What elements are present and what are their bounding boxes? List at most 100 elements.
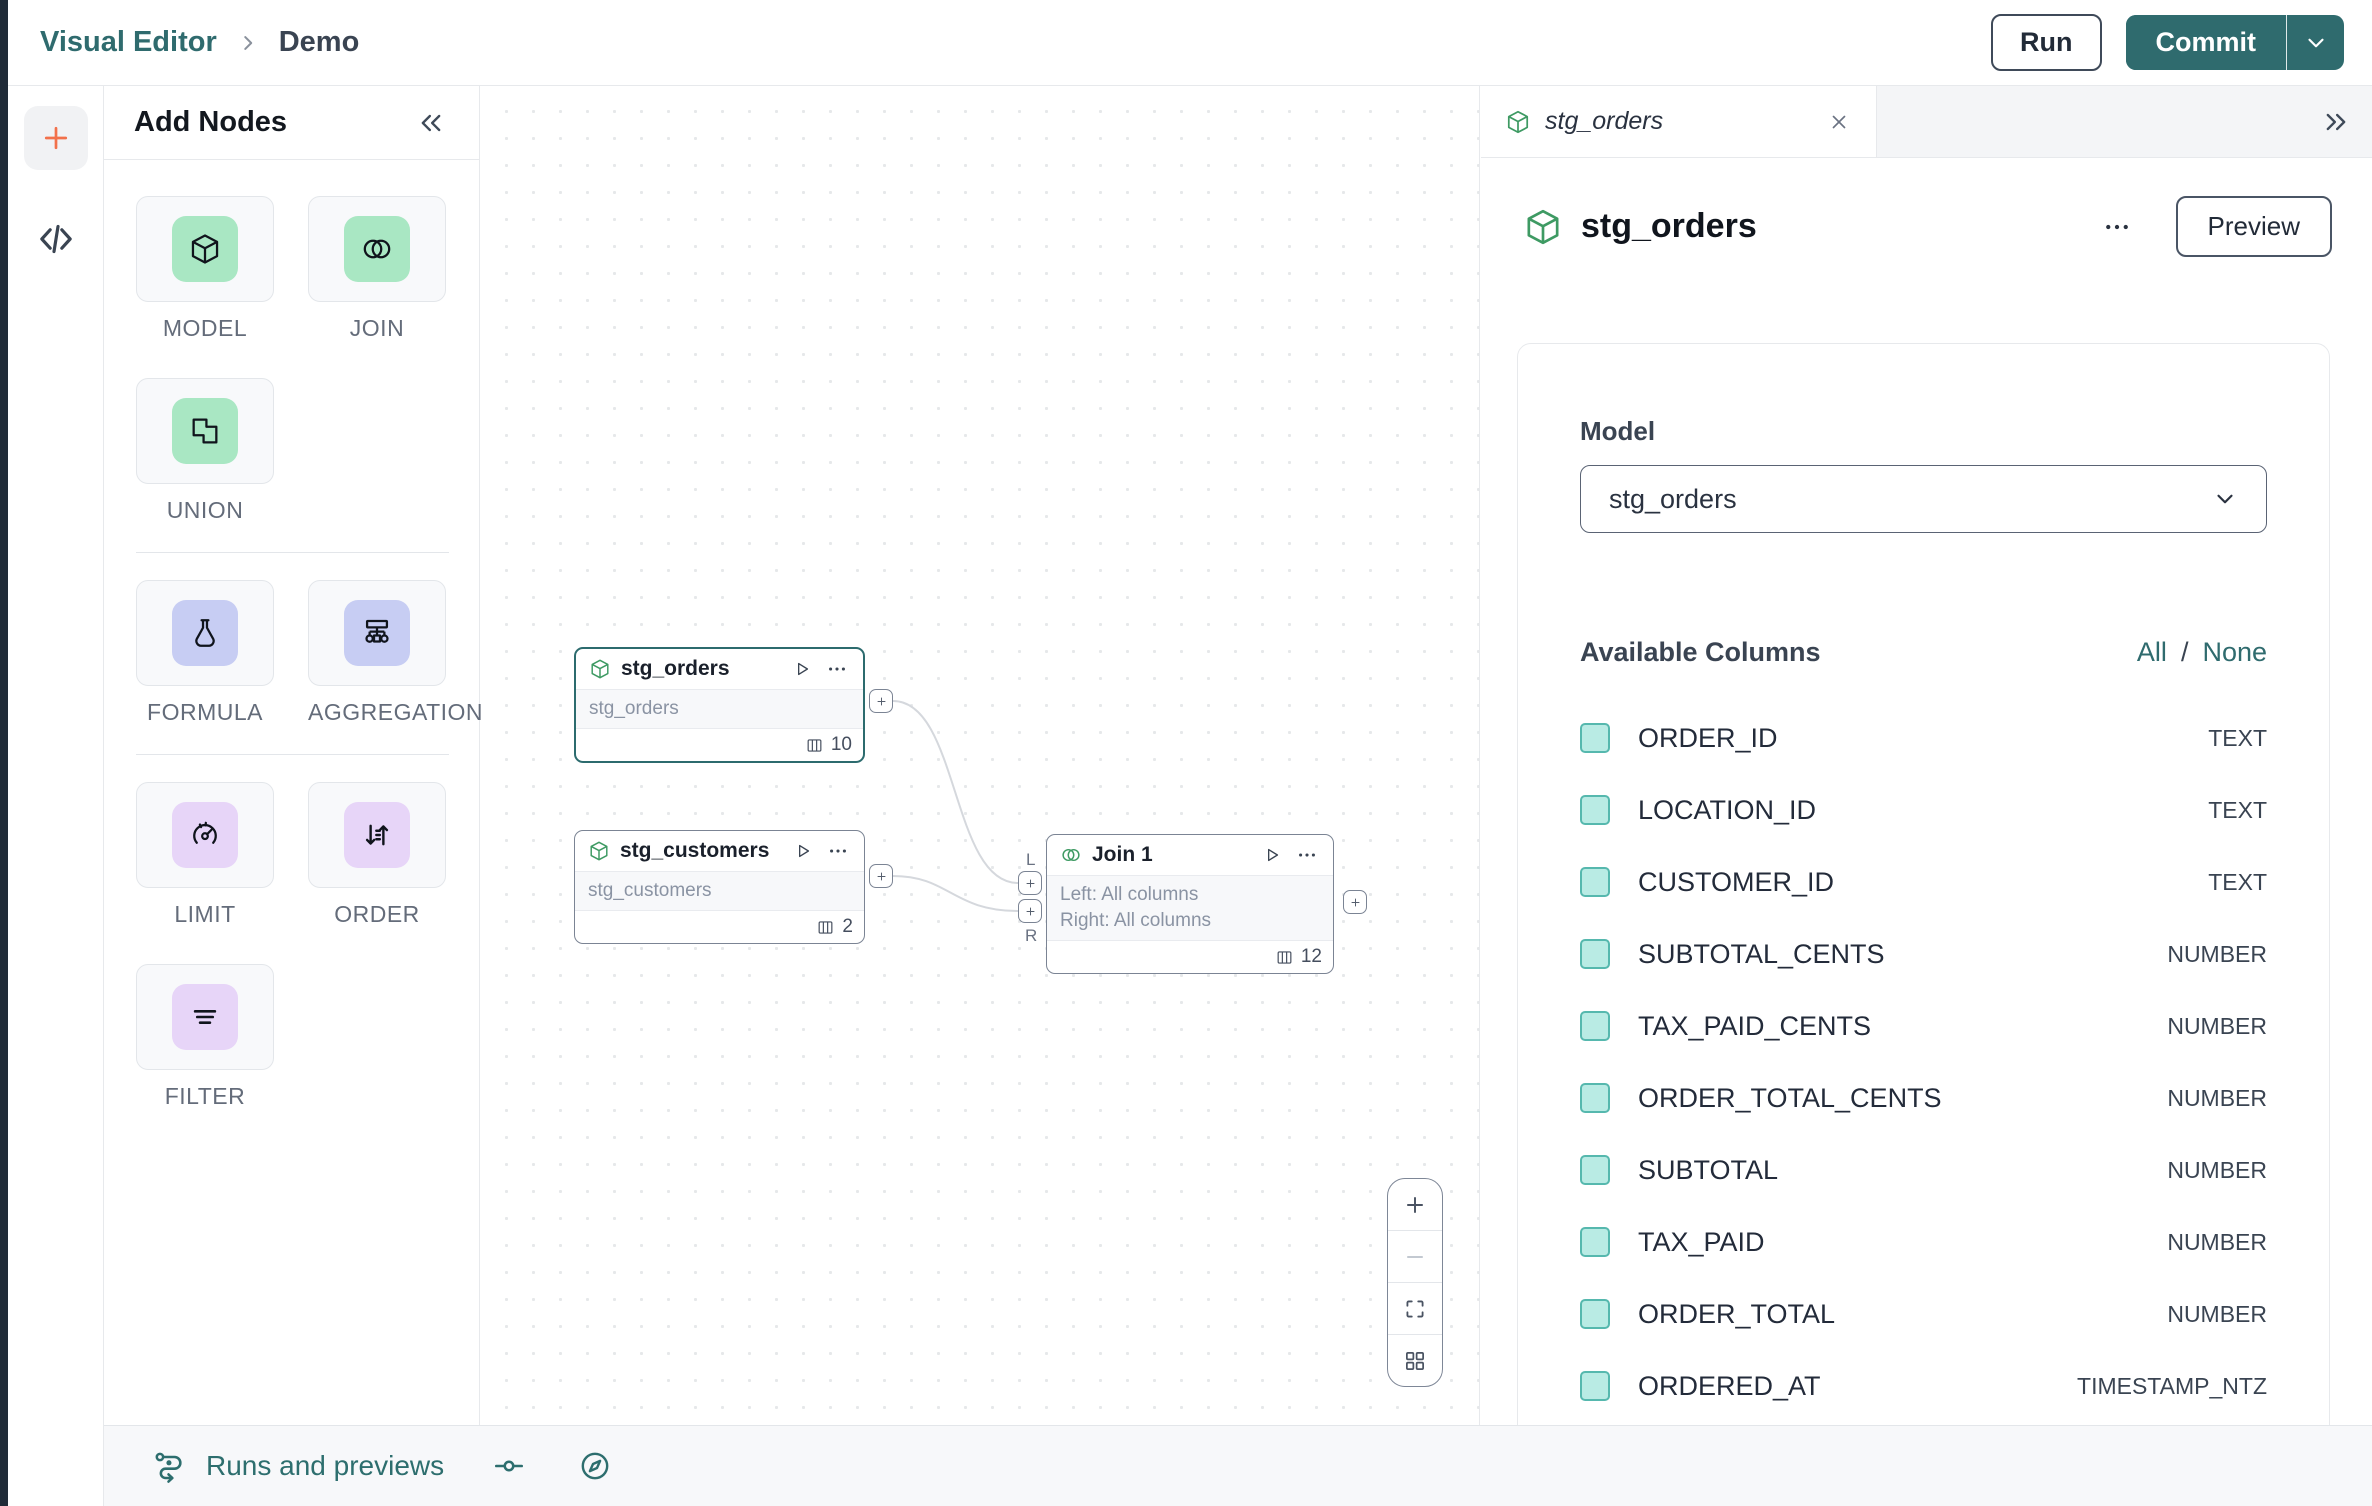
- column-checkbox[interactable]: [1580, 795, 1610, 825]
- add-node-tool-button[interactable]: [24, 106, 88, 170]
- column-name: TAX_PAID_CENTS: [1638, 1010, 1872, 1041]
- canvas-node-stg-orders[interactable]: stg_orders stg_orders 10: [574, 647, 865, 763]
- chevron-down-icon: [2212, 486, 2238, 512]
- node-menu-button[interactable]: [1294, 842, 1320, 868]
- join-left-input-port[interactable]: [1018, 871, 1042, 895]
- column-type: NUMBER: [2167, 940, 2267, 967]
- collapse-panel-button[interactable]: [413, 105, 449, 141]
- preview-button[interactable]: Preview: [2175, 196, 2332, 257]
- breadcrumb-visual-editor[interactable]: Visual Editor: [40, 26, 217, 58]
- link-separator: /: [2180, 637, 2189, 667]
- column-checkbox[interactable]: [1580, 939, 1610, 969]
- column-checkbox[interactable]: [1580, 1083, 1610, 1113]
- pipeline-settings-button[interactable]: [492, 1449, 526, 1483]
- column-checkbox[interactable]: [1580, 1299, 1610, 1329]
- expand-panel-button[interactable]: [2322, 86, 2350, 157]
- tools-rail: [8, 86, 104, 1506]
- edge-stg-orders-to-join-left: [892, 700, 1019, 884]
- canvas-node-stg-customers[interactable]: stg_customers stg_customers 2: [574, 830, 865, 944]
- zoom-out-button[interactable]: [1388, 1231, 1442, 1283]
- plus-icon: [1350, 897, 1360, 907]
- column-type: NUMBER: [2167, 1084, 2267, 1111]
- canvas-node-join-1[interactable]: Join 1 Left: All columns Right: All colu…: [1046, 834, 1334, 974]
- node-type-formula[interactable]: FORMULA: [136, 580, 274, 726]
- node-subtitle: stg_orders: [576, 689, 863, 729]
- column-name: ORDERED_AT: [1638, 1370, 1821, 1401]
- column-row: CUSTOMER_ID TEXT: [1580, 846, 2267, 918]
- close-icon: [1832, 115, 1846, 128]
- plus-icon: [44, 126, 68, 150]
- run-button[interactable]: Run: [1991, 14, 2102, 71]
- column-row: LOCATION_ID TEXT: [1580, 774, 2267, 846]
- column-name: SUBTOTAL_CENTS: [1638, 938, 1885, 969]
- aggregation-tree-icon: [344, 600, 410, 666]
- join-left-line: Left: All columns: [1060, 884, 1199, 905]
- node-type-union[interactable]: UNION: [136, 378, 274, 524]
- runs-and-previews-label: Runs and previews: [206, 1450, 445, 1481]
- runs-and-previews-button[interactable]: Runs and previews: [152, 1447, 444, 1485]
- column-checkbox[interactable]: [1580, 1155, 1610, 1185]
- model-cube-icon: [1527, 209, 1559, 244]
- stg-customers-output-port[interactable]: [869, 864, 893, 888]
- node-type-join[interactable]: JOIN: [308, 196, 446, 342]
- fit-view-button[interactable]: [1388, 1283, 1442, 1335]
- add-nodes-panel: Add Nodes MODEL JOIN: [104, 86, 483, 1425]
- column-type: NUMBER: [2167, 1156, 2267, 1183]
- model-select[interactable]: stg_orders: [1580, 465, 2267, 533]
- auto-layout-button[interactable]: [1388, 1335, 1442, 1386]
- stg-orders-output-port[interactable]: [869, 689, 893, 713]
- filter-lines-icon: [172, 984, 238, 1050]
- node-menu-button[interactable]: [824, 656, 850, 682]
- node-footer: 12: [1047, 941, 1333, 973]
- ellipsis-icon: [2105, 224, 2128, 229]
- node-type-model[interactable]: MODEL: [136, 196, 274, 342]
- tab-stg-orders[interactable]: stg_orders: [1481, 86, 1877, 157]
- node-type-limit[interactable]: LIMIT: [136, 782, 274, 928]
- select-all-link[interactable]: All: [2136, 637, 2167, 667]
- join-right-input-port[interactable]: [1018, 899, 1042, 923]
- node-run-button[interactable]: [790, 657, 814, 681]
- tab-close-button[interactable]: [1824, 107, 1854, 137]
- column-checkbox[interactable]: [1580, 1011, 1610, 1041]
- node-run-button[interactable]: [1260, 843, 1284, 867]
- dag-canvas[interactable]: stg_orders stg_orders 10 stg_customers: [481, 86, 1480, 1425]
- slider-icon: [495, 1460, 524, 1472]
- sort-arrows-icon: [344, 802, 410, 868]
- commit-button[interactable]: Commit: [2125, 15, 2286, 70]
- inspector-menu-button[interactable]: [2096, 206, 2138, 248]
- join-right-port-label: R: [1025, 926, 1038, 945]
- plus-icon: [1025, 906, 1035, 916]
- ellipsis-icon: [830, 849, 846, 853]
- column-checkbox[interactable]: [1580, 723, 1610, 753]
- node-type-order[interactable]: ORDER: [308, 782, 446, 928]
- fit-view-icon: [1406, 1299, 1424, 1318]
- canvas-zoom-controls: [1387, 1178, 1443, 1387]
- node-menu-button[interactable]: [825, 838, 851, 864]
- columns-icon: [807, 738, 822, 752]
- node-type-label: FORMULA: [147, 699, 263, 725]
- column-checkbox[interactable]: [1580, 1371, 1610, 1401]
- node-footer: 10: [576, 729, 863, 761]
- commit-dropdown-button[interactable]: [2286, 15, 2344, 70]
- column-name: TAX_PAID: [1638, 1226, 1765, 1257]
- node-type-aggregation[interactable]: AGGREGATION: [308, 580, 483, 726]
- group-divider: [136, 552, 449, 553]
- minus-icon: [1406, 1255, 1424, 1258]
- column-checkbox[interactable]: [1580, 1227, 1610, 1257]
- model-select-value: stg_orders: [1609, 483, 1737, 514]
- join-output-port[interactable]: [1343, 890, 1367, 914]
- node-subtitle: stg_customers: [575, 871, 864, 911]
- explore-button[interactable]: [578, 1449, 612, 1483]
- node-header: Join 1: [1047, 835, 1333, 875]
- breadcrumb-current-page: Demo: [278, 26, 360, 58]
- node-type-filter[interactable]: FILTER: [136, 964, 274, 1110]
- zoom-in-button[interactable]: [1388, 1179, 1442, 1231]
- code-view-button[interactable]: [22, 212, 90, 266]
- node-run-button[interactable]: [791, 839, 815, 863]
- node-title: Join 1: [1092, 843, 1153, 866]
- join-left-port-label: L: [1026, 850, 1036, 869]
- select-none-link[interactable]: None: [2202, 637, 2267, 667]
- column-checkbox[interactable]: [1580, 867, 1610, 897]
- topbar-actions: Run Commit: [1991, 14, 2344, 71]
- node-type-label: MODEL: [162, 315, 248, 341]
